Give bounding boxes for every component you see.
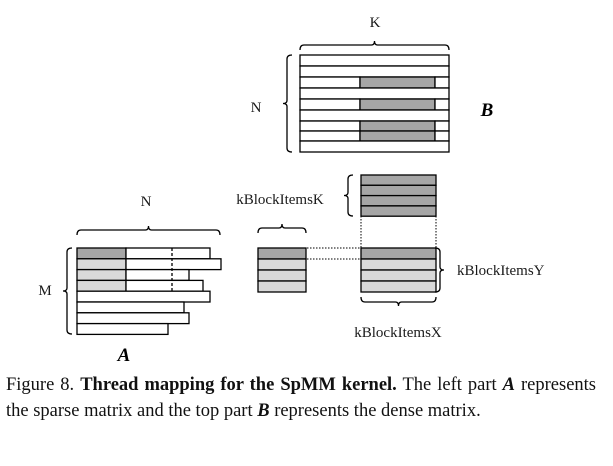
brace [62,247,73,335]
brace [434,247,445,293]
matrix-a-nonzero [76,247,127,260]
kblockitemsy-label: kBlockItemsY [457,263,545,279]
k-label: K [370,15,381,31]
caption-text: represents the sparse matrix and the top… [6,375,596,421]
matrix-a-row [125,258,222,271]
thread-block-a [257,258,307,271]
matrix-cell [434,76,450,89]
matrix-cell [359,130,436,142]
matrix-b-row [299,109,450,122]
matrix-a-row [76,322,169,336]
matrix-b-row [299,54,450,67]
figure-caption: Figure 8. Thread mapping for the SpMM ke… [6,372,596,424]
matrix-cell [434,120,450,132]
caption-text: The left part [396,375,503,395]
matrix-a-row [125,247,211,260]
caption-a: A [502,375,515,395]
matrix-cell [359,98,436,111]
caption-prefix: Figure 8. [6,375,81,395]
brace [343,174,354,217]
brace [257,223,307,234]
matrix-b-row [299,87,450,100]
matrix-a-label: A [117,345,131,366]
matrix-a-row [76,290,211,303]
matrix-cell [299,130,361,142]
matrix-cell [299,120,361,132]
matrix-b-row [299,65,450,78]
m-label: M [38,283,51,299]
matrix-a-row [125,268,190,282]
kblockitemsx-label: kBlockItemsX [354,325,442,341]
matrix-a-nonzero [76,268,127,282]
output-block [360,247,437,260]
kblockitemsk-label: kBlockItemsK [236,192,324,208]
thread-block-a [257,280,307,293]
thread-block-a [257,247,307,260]
matrix-cell [359,120,436,132]
matrix-cell [359,76,436,89]
caption-b: B [257,401,270,421]
n-label-b: N [251,100,262,116]
brace [299,40,450,51]
caption-text: represents the dense matrix. [269,401,481,421]
matrix-a-nonzero [76,258,127,271]
matrix-a-row [76,301,185,314]
output-block [360,280,437,293]
brace [360,296,437,307]
matrix-a-row [125,279,204,292]
n-label-a: N [141,194,152,210]
thread-block-b [360,174,437,186]
brace [282,54,293,153]
matrix-b-row [299,140,450,153]
matrix-cell [434,98,450,111]
output-block [360,269,437,282]
matrix-a-row [76,312,190,325]
matrix-b-label: B [480,100,494,121]
thread-block-b [360,184,437,197]
thread-block-b [360,194,437,207]
brace [76,225,221,236]
matrix-cell [299,76,361,89]
matrix-cell [434,130,450,142]
matrix-a-nonzero [76,279,127,292]
matrix-cell [299,98,361,111]
thread-block-b [360,205,437,217]
output-block [360,258,437,271]
thread-block-a [257,269,307,282]
caption-title: Thread mapping for the SpMM kernel. [80,375,397,395]
